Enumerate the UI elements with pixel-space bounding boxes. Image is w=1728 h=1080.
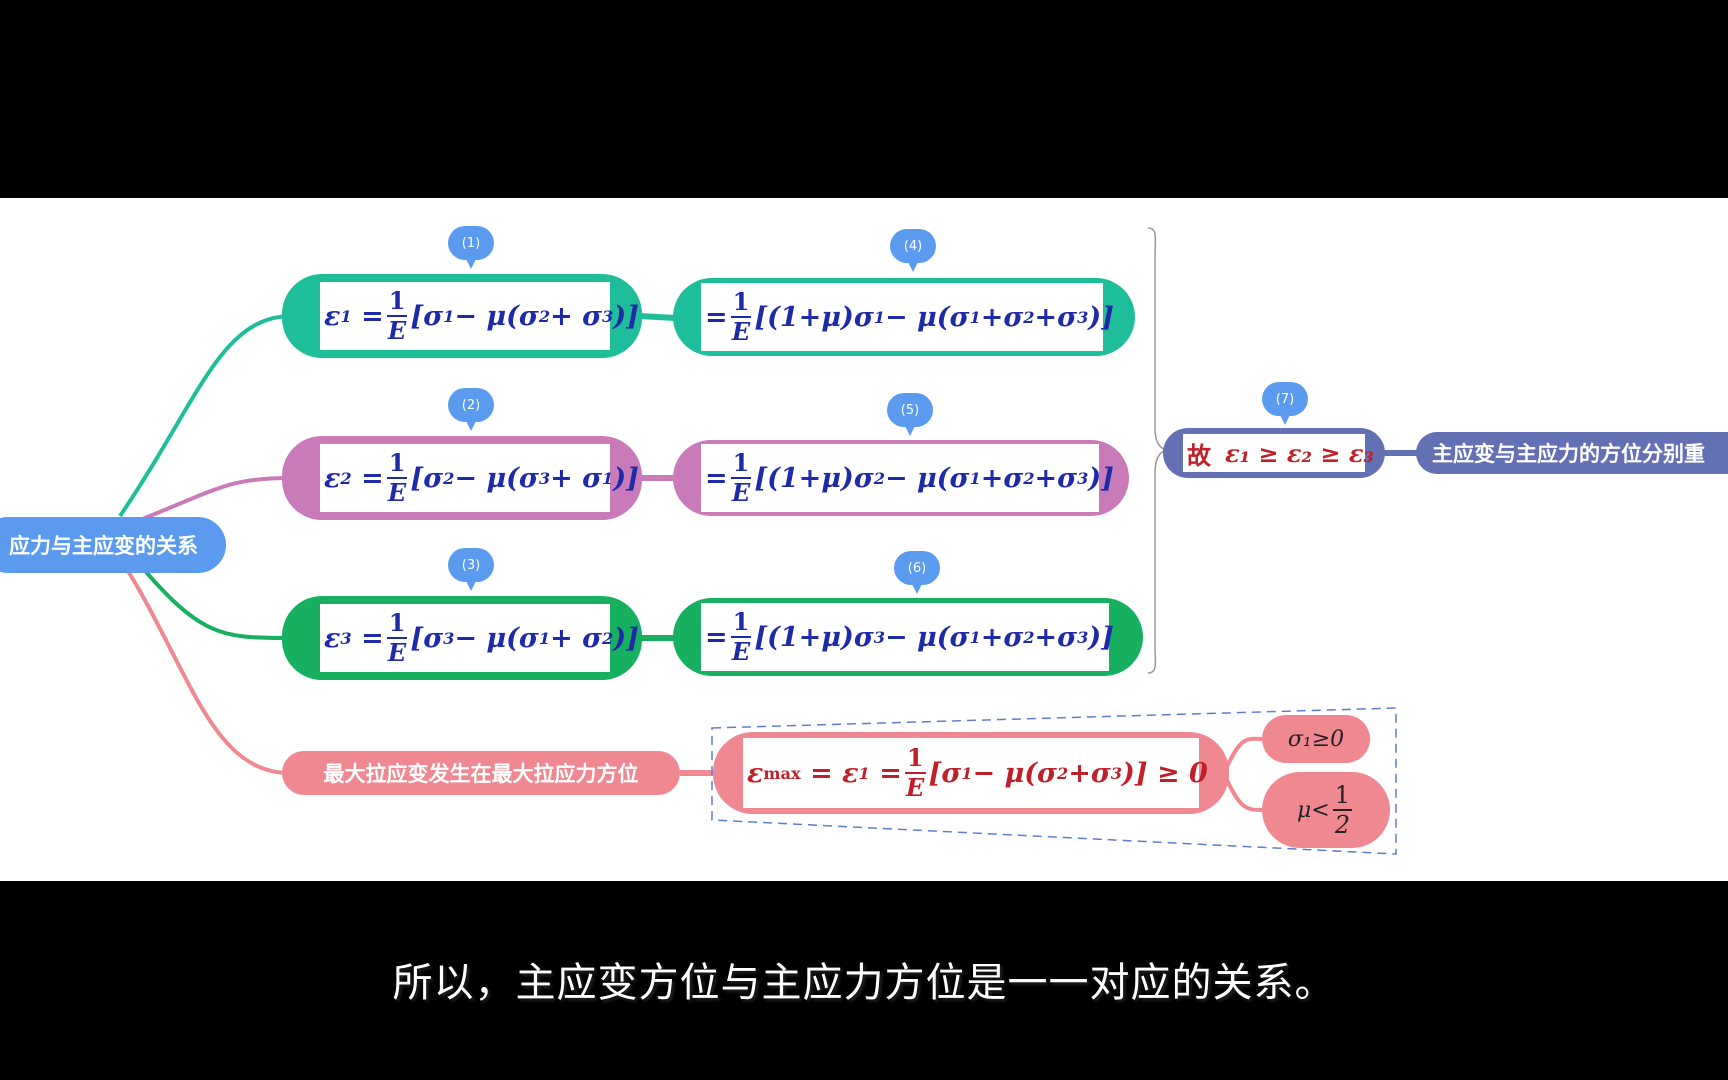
root-label: 应力与主应变的关系 xyxy=(9,534,198,558)
sigma-index: 2 xyxy=(873,468,885,488)
eps-symbol: ε xyxy=(324,622,341,654)
sigma-c: 2 xyxy=(602,628,614,648)
pin-4: (4) xyxy=(890,229,936,272)
frac-num: 1 xyxy=(1332,781,1352,811)
conclusion-node[interactable]: 主应变与主应力的方位分别重 xyxy=(1416,432,1728,474)
summary-node[interactable]: 故 ε₁ ≥ ε₂ ≥ ε₃ xyxy=(1163,428,1385,478)
branch-green xyxy=(128,551,291,640)
frac-den: 2 xyxy=(1334,811,1350,839)
pin-5: (5) xyxy=(887,393,933,436)
sigma-b: 3 xyxy=(538,468,551,488)
branch-magenta xyxy=(139,476,291,522)
eps-max-sub: max xyxy=(763,763,801,783)
sigma-a: 2 xyxy=(443,468,455,488)
sigma-c: 3 xyxy=(602,306,614,326)
eps-index: 1 xyxy=(340,306,352,326)
sigma-b: 2 xyxy=(538,306,551,326)
eps-index: 2 xyxy=(340,468,352,488)
link-cond2 xyxy=(1223,775,1263,812)
max-strain-label-node[interactable]: 最大拉应变发生在最大拉应力方位 xyxy=(282,751,680,795)
branch-pink xyxy=(118,556,291,775)
condition-mu: μ< xyxy=(1296,797,1330,823)
connector-lines xyxy=(118,227,1418,855)
sigma-index: 3 xyxy=(873,627,885,647)
sigma-c: 1 xyxy=(602,468,614,488)
condition-sigma-node[interactable]: σ₁≥0 xyxy=(1262,715,1370,763)
link-cond1 xyxy=(1223,736,1263,772)
pin-1: (1) xyxy=(448,226,494,269)
pin-7: (7) xyxy=(1262,382,1308,425)
sigma-b: 1 xyxy=(538,628,551,648)
pin-3: (3) xyxy=(448,548,494,591)
eps-symbol: ε xyxy=(324,462,341,494)
pin-6: (6) xyxy=(894,551,940,594)
eps-index: 3 xyxy=(340,628,352,648)
sigma-index: 1 xyxy=(873,307,885,327)
summary-inequality: ε₁ ≥ ε₂ ≥ ε₃ xyxy=(1225,438,1374,468)
summary-gu: 故 xyxy=(1187,440,1211,470)
eps-max-symbol: ε xyxy=(747,757,764,789)
link-1-4 xyxy=(639,313,676,321)
conclusion-label: 主应变与主应力的方位分别重 xyxy=(1432,442,1705,466)
condition-sigma: σ₁≥0 xyxy=(1287,726,1345,752)
sigma-a: 1 xyxy=(443,306,455,326)
sigma-a: 3 xyxy=(443,628,455,648)
summary-formula: 故 ε₁ ≥ ε₂ ≥ ε₃ xyxy=(1183,434,1374,472)
pin-2: (2) xyxy=(448,388,494,431)
video-subtitle: 所以，主应变方位与主应力方位是一一对应的关系。 xyxy=(392,960,1336,1006)
root-node[interactable]: 应力与主应变的关系 xyxy=(0,517,226,573)
max-strain-label: 最大拉应变发生在最大拉应力方位 xyxy=(323,762,639,786)
branch-teal xyxy=(118,314,291,518)
dashed-callout xyxy=(711,707,1397,855)
eps-symbol: ε xyxy=(324,300,341,332)
